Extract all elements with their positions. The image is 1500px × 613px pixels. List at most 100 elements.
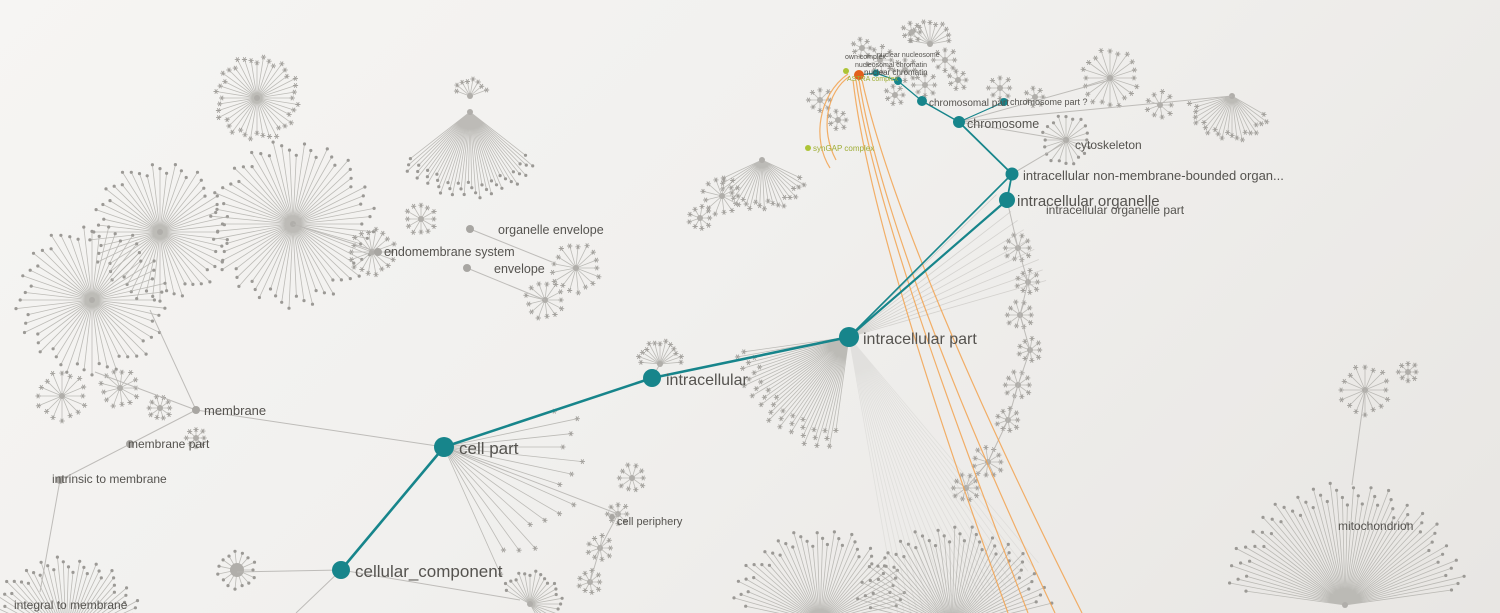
term-label[interactable]: cell part — [459, 439, 519, 458]
cluster-hub-node[interactable] — [117, 385, 123, 391]
term-cluster[interactable] — [1395, 361, 1419, 384]
cluster-hub-node[interactable] — [877, 57, 883, 63]
term-node-gray[interactable] — [126, 440, 134, 448]
term-cluster[interactable] — [686, 203, 713, 231]
term-cluster[interactable] — [805, 87, 833, 114]
cluster-hub-node[interactable] — [997, 85, 1003, 91]
term-cluster[interactable] — [1016, 335, 1043, 363]
cluster-hub-node[interactable] — [927, 41, 933, 47]
term-node-gray[interactable] — [374, 248, 382, 256]
term-node-highlighted[interactable] — [872, 69, 880, 77]
term-label[interactable]: organelle envelope — [498, 223, 604, 237]
term-cluster[interactable] — [971, 444, 1004, 478]
cluster-hub-node[interactable] — [418, 216, 424, 222]
term-cluster[interactable] — [890, 57, 918, 84]
term-cluster[interactable] — [720, 157, 807, 212]
term-cluster[interactable] — [503, 569, 564, 613]
cluster-hub-node[interactable] — [573, 265, 579, 271]
cluster-hub-node[interactable] — [942, 57, 948, 63]
cluster-hub-node[interactable] — [467, 109, 473, 115]
term-label[interactable]: chromosomal part — [929, 98, 1009, 109]
term-cluster[interactable] — [88, 163, 229, 303]
term-cluster[interactable] — [1144, 88, 1174, 120]
term-cluster[interactable] — [848, 336, 1039, 613]
term-cluster[interactable] — [585, 532, 613, 562]
term-label[interactable]: intrinsic to membrane — [52, 472, 167, 486]
annotation-term-node[interactable] — [805, 145, 811, 151]
term-cluster[interactable] — [636, 338, 684, 367]
cluster-hub-node[interactable] — [1342, 602, 1348, 608]
term-label[interactable]: own complex — [845, 54, 886, 61]
term-cluster[interactable] — [453, 76, 490, 99]
cluster-hub-node[interactable] — [817, 97, 823, 103]
term-cluster[interactable] — [523, 281, 565, 321]
term-label[interactable]: mitochondrion — [1338, 519, 1413, 533]
term-cluster[interactable] — [443, 408, 585, 577]
term-cluster[interactable] — [907, 19, 952, 47]
term-label[interactable]: chromosome — [967, 117, 1039, 131]
term-node-highlighted[interactable] — [839, 327, 859, 347]
term-label[interactable]: intracellular organelle part — [1046, 203, 1185, 217]
term-cluster[interactable] — [985, 75, 1013, 102]
term-label[interactable]: intracellular organelle — [1017, 193, 1160, 210]
term-cluster[interactable] — [1014, 267, 1041, 295]
cluster-hub-node[interactable] — [467, 93, 473, 99]
term-cluster[interactable] — [604, 502, 630, 527]
term-label[interactable]: cytoskeleton — [1075, 138, 1142, 152]
term-label[interactable]: nuclear nucleosome — [877, 52, 940, 59]
term-cluster[interactable] — [848, 194, 1047, 338]
term-cluster[interactable] — [994, 405, 1021, 433]
annotation-term-node[interactable] — [843, 68, 849, 74]
term-cluster[interactable] — [549, 243, 602, 296]
term-cluster[interactable] — [734, 336, 850, 449]
term-node-highlighted[interactable] — [643, 369, 661, 387]
term-cluster[interactable] — [405, 109, 535, 200]
cluster-hub-node[interactable] — [254, 95, 260, 101]
selected-term-node[interactable] — [854, 70, 864, 80]
term-cluster[interactable] — [1080, 48, 1140, 108]
term-label[interactable]: cell periphery — [617, 516, 683, 528]
term-cluster[interactable] — [1023, 85, 1046, 109]
cluster-hub-node[interactable] — [922, 82, 928, 88]
cluster-hub-node[interactable] — [59, 393, 65, 399]
cluster-hub-node[interactable] — [1405, 369, 1411, 375]
term-cluster[interactable] — [348, 226, 397, 278]
term-label[interactable]: integral to membrane — [14, 598, 128, 612]
cluster-hub-node[interactable] — [909, 29, 915, 35]
term-label[interactable]: membrane — [204, 403, 266, 418]
term-node-highlighted[interactable] — [332, 561, 350, 579]
term-label[interactable]: nucleosomal chromatin — [855, 62, 927, 69]
term-node-highlighted[interactable] — [894, 77, 902, 85]
term-cluster[interactable] — [209, 140, 376, 310]
term-label[interactable]: chromosome part ? — [1010, 97, 1088, 107]
term-node-gray[interactable] — [56, 476, 64, 484]
term-node-highlighted[interactable] — [999, 192, 1015, 208]
term-label[interactable]: intracellular — [666, 372, 748, 389]
term-cluster[interactable] — [1002, 369, 1032, 400]
term-cluster[interactable] — [850, 36, 873, 60]
term-cluster[interactable] — [216, 549, 257, 591]
cluster-hub-node[interactable] — [955, 77, 961, 83]
cluster-hub-node[interactable] — [835, 117, 841, 123]
term-node-highlighted[interactable] — [953, 116, 965, 128]
term-cluster[interactable] — [1186, 93, 1270, 143]
cluster-hub-node[interactable] — [230, 563, 244, 577]
term-cluster[interactable] — [213, 54, 301, 142]
cluster-hub-node[interactable] — [157, 405, 163, 411]
cluster-hub-node[interactable] — [892, 92, 898, 98]
term-cluster[interactable] — [35, 370, 88, 424]
term-node-gray[interactable] — [609, 514, 615, 520]
term-cluster[interactable] — [404, 202, 437, 235]
term-cluster[interactable] — [900, 20, 923, 44]
term-cluster[interactable] — [146, 394, 173, 421]
term-label[interactable]: nuclear chromatin — [864, 68, 928, 77]
cluster-hub-node[interactable] — [193, 435, 199, 441]
term-node-gray[interactable] — [192, 406, 200, 414]
term-node-gray[interactable] — [463, 264, 471, 272]
term-cluster[interactable] — [576, 567, 603, 595]
term-node-highlighted[interactable] — [917, 96, 927, 106]
term-cluster[interactable] — [856, 525, 1054, 613]
term-cluster[interactable] — [1041, 114, 1091, 166]
cluster-hub-node[interactable] — [902, 67, 908, 73]
term-cluster[interactable] — [946, 68, 969, 92]
